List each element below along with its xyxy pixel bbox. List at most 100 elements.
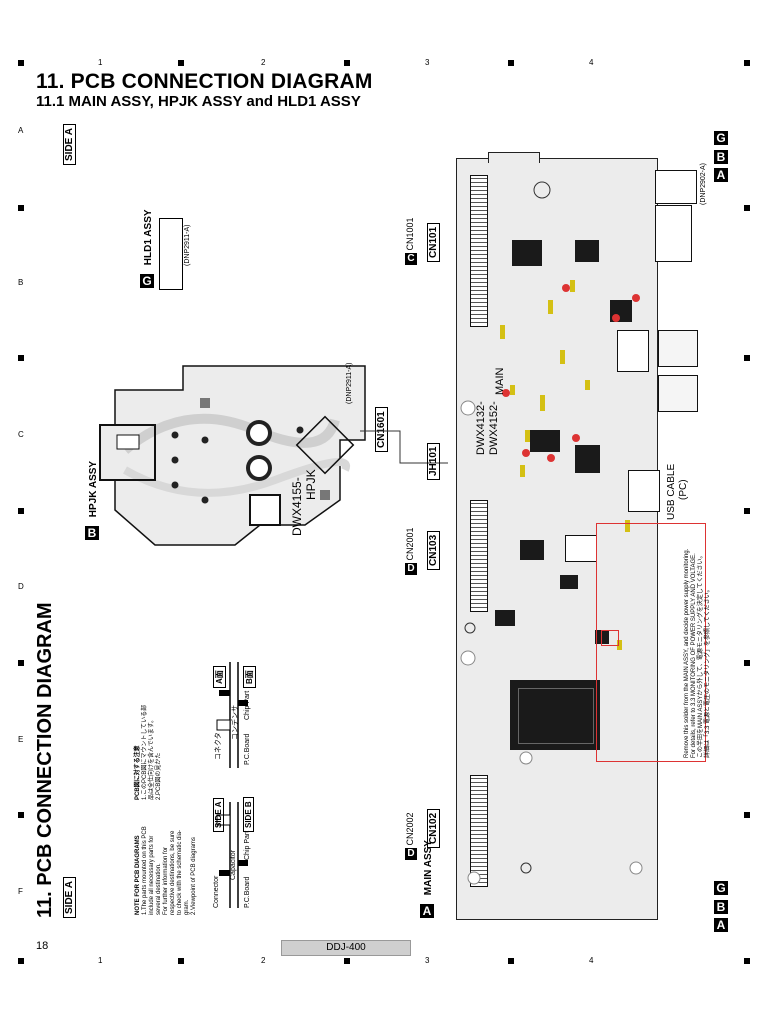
frame-corner-tr	[744, 60, 750, 66]
column-number: 1	[98, 956, 103, 965]
port-top2	[655, 205, 692, 262]
hld1-assy-label: G HLD1 ASSY	[140, 209, 154, 288]
side-b-box-jp: B面	[243, 666, 256, 688]
caution-line: 詳細は「3.3 電源と電圧のモニタリング」を参照してください。	[705, 586, 711, 758]
corner-badge: G	[714, 881, 728, 896]
main-board-name: MAIN	[494, 367, 506, 396]
notes-japanese: PCB図に対する注意 1.このPCB図にマウントしている部 品は全仕向けを含んで…	[135, 690, 163, 800]
main-ic	[510, 680, 600, 750]
notes-title-jp: PCB図に対する注意	[135, 745, 141, 800]
notes-line: 1.このPCB図にマウントしている部	[142, 704, 148, 800]
main-name: MAIN ASSY	[423, 840, 434, 896]
column-number: 2	[261, 956, 266, 965]
caution-target	[601, 630, 619, 646]
pad	[625, 520, 630, 532]
chip	[595, 630, 609, 644]
pad	[540, 395, 545, 411]
corner-badge: A	[714, 168, 728, 182]
pcboard-label-jp: P.C.Board	[244, 733, 251, 765]
chip	[520, 540, 544, 560]
pad	[560, 350, 565, 364]
main-board-notch-top	[488, 152, 540, 163]
caution-line: For details, refer to 3.3 MONITORING OF …	[691, 553, 697, 758]
port-rca-1	[658, 330, 698, 367]
row-letter: C	[18, 430, 24, 439]
frame-tick-right-5	[744, 812, 750, 818]
hpjk-board	[99, 365, 366, 546]
chip	[575, 445, 600, 473]
corner-badges-bottom: A B G	[712, 881, 730, 932]
side-a-label-top: SIDE A	[63, 124, 76, 165]
corner-badge: A	[714, 918, 728, 932]
row-letter: D	[18, 582, 24, 591]
frame-tick-left-1	[18, 205, 24, 211]
column-number: 1	[98, 58, 103, 67]
main-ic-inner	[518, 688, 594, 744]
model-name: DDJ-400	[281, 940, 411, 956]
hld1-badge: G	[140, 274, 154, 288]
port-usb	[628, 470, 660, 512]
page-number: 18	[36, 940, 49, 952]
main-board	[456, 158, 658, 920]
frame-tick-bottom-2	[344, 958, 350, 964]
connector-label-jp: コネクタ	[215, 732, 222, 760]
frame-tick-right-3	[744, 508, 750, 514]
connector-strip-cn102	[470, 775, 488, 887]
hpjk-part-number: (DNP2911-A)	[346, 362, 353, 405]
capacitor-label-en: Capacitor	[230, 850, 237, 880]
connector-strip-cn103	[470, 500, 488, 612]
frame-tick-left-3	[18, 508, 24, 514]
row-letter: A	[18, 126, 24, 135]
white-component	[617, 330, 649, 372]
corner-badges-top: A B G	[712, 131, 730, 182]
page-title: 11. PCB CONNECTION DIAGRAM	[36, 70, 373, 93]
chip	[495, 610, 515, 626]
chippart-label-jp: Chip Part	[244, 690, 251, 720]
frame-tick-right-1	[744, 205, 750, 211]
viewpoint-diagram-en	[216, 802, 248, 908]
connector-ref: CN2001	[405, 527, 415, 561]
chip	[530, 430, 560, 452]
pad	[617, 640, 622, 650]
frame-tick-left-5	[18, 812, 24, 818]
pad	[525, 430, 530, 442]
column-number: 3	[425, 58, 430, 67]
main-part-number: (DNP2902-A)	[700, 162, 707, 205]
connection-line-hpjk-main	[360, 430, 448, 464]
side-a-box-en: SIDE A	[213, 797, 224, 832]
pad	[570, 280, 575, 292]
notes-line: gram.	[184, 899, 190, 915]
corner-badge: B	[714, 899, 728, 914]
caution-line: Remove this solder from the MAIN ASSY, a…	[684, 548, 690, 758]
hld1-name: HLD1 ASSY	[143, 209, 154, 266]
connector-ref: CN1001	[405, 217, 415, 251]
connector-ref: CN2002	[405, 812, 415, 846]
side-b-box-en: SIDE B	[243, 797, 254, 832]
notes-line: 品は全仕向けを含んでいます。	[149, 716, 155, 800]
notes-line: to check with the schematic dia-	[177, 829, 183, 915]
frame-tick-right-4	[744, 660, 750, 666]
jh101-label: JH101	[427, 442, 440, 480]
notes-line: For further information for	[163, 846, 169, 915]
notes-line: 2.PCB図の見かた	[156, 752, 162, 800]
pad	[548, 300, 553, 314]
connector-badge: D	[405, 848, 417, 860]
column-number: 4	[589, 956, 594, 965]
chip	[560, 575, 578, 589]
notes-line: 2.Viewpoint of PCB diagrams	[191, 837, 197, 915]
viewpoint-diagram-jp	[216, 662, 248, 768]
frame-tick-top-1	[178, 60, 184, 66]
column-number: 2	[261, 58, 266, 67]
main-board-model2: DWX4132-	[475, 401, 487, 455]
hld1-board-outline	[159, 218, 183, 290]
connector-label-cn1001: C CN1001	[405, 217, 417, 265]
row-letter: F	[18, 887, 23, 896]
frame-tick-right-2	[744, 355, 750, 361]
frame-tick-bottom-3	[508, 958, 514, 964]
port-top	[655, 170, 697, 204]
chip	[575, 240, 599, 262]
port-rca-2	[658, 375, 698, 412]
frame-tick-left-4	[18, 660, 24, 666]
column-number: 3	[425, 956, 430, 965]
side-title-rotated: 11. PCB CONNECTION DIAGRAM	[34, 602, 56, 918]
